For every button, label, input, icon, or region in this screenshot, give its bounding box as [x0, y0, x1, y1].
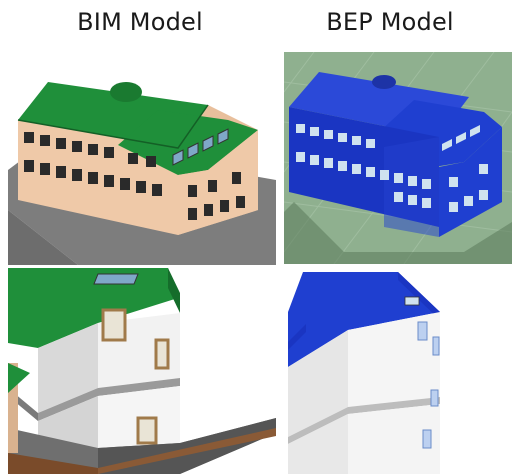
bep-exterior-illustration [284, 52, 512, 264]
bim-section-view [8, 268, 276, 474]
bep-section-illustration [288, 272, 464, 474]
bim-exterior-illustration [8, 82, 276, 265]
bep-exterior-view [284, 52, 512, 264]
bim-section-illustration [8, 268, 276, 474]
bep-model-label: BEP Model [326, 8, 454, 36]
bep-section-view [288, 272, 464, 474]
bim-exterior-view [8, 60, 276, 265]
bim-model-label: BIM Model [77, 8, 203, 36]
